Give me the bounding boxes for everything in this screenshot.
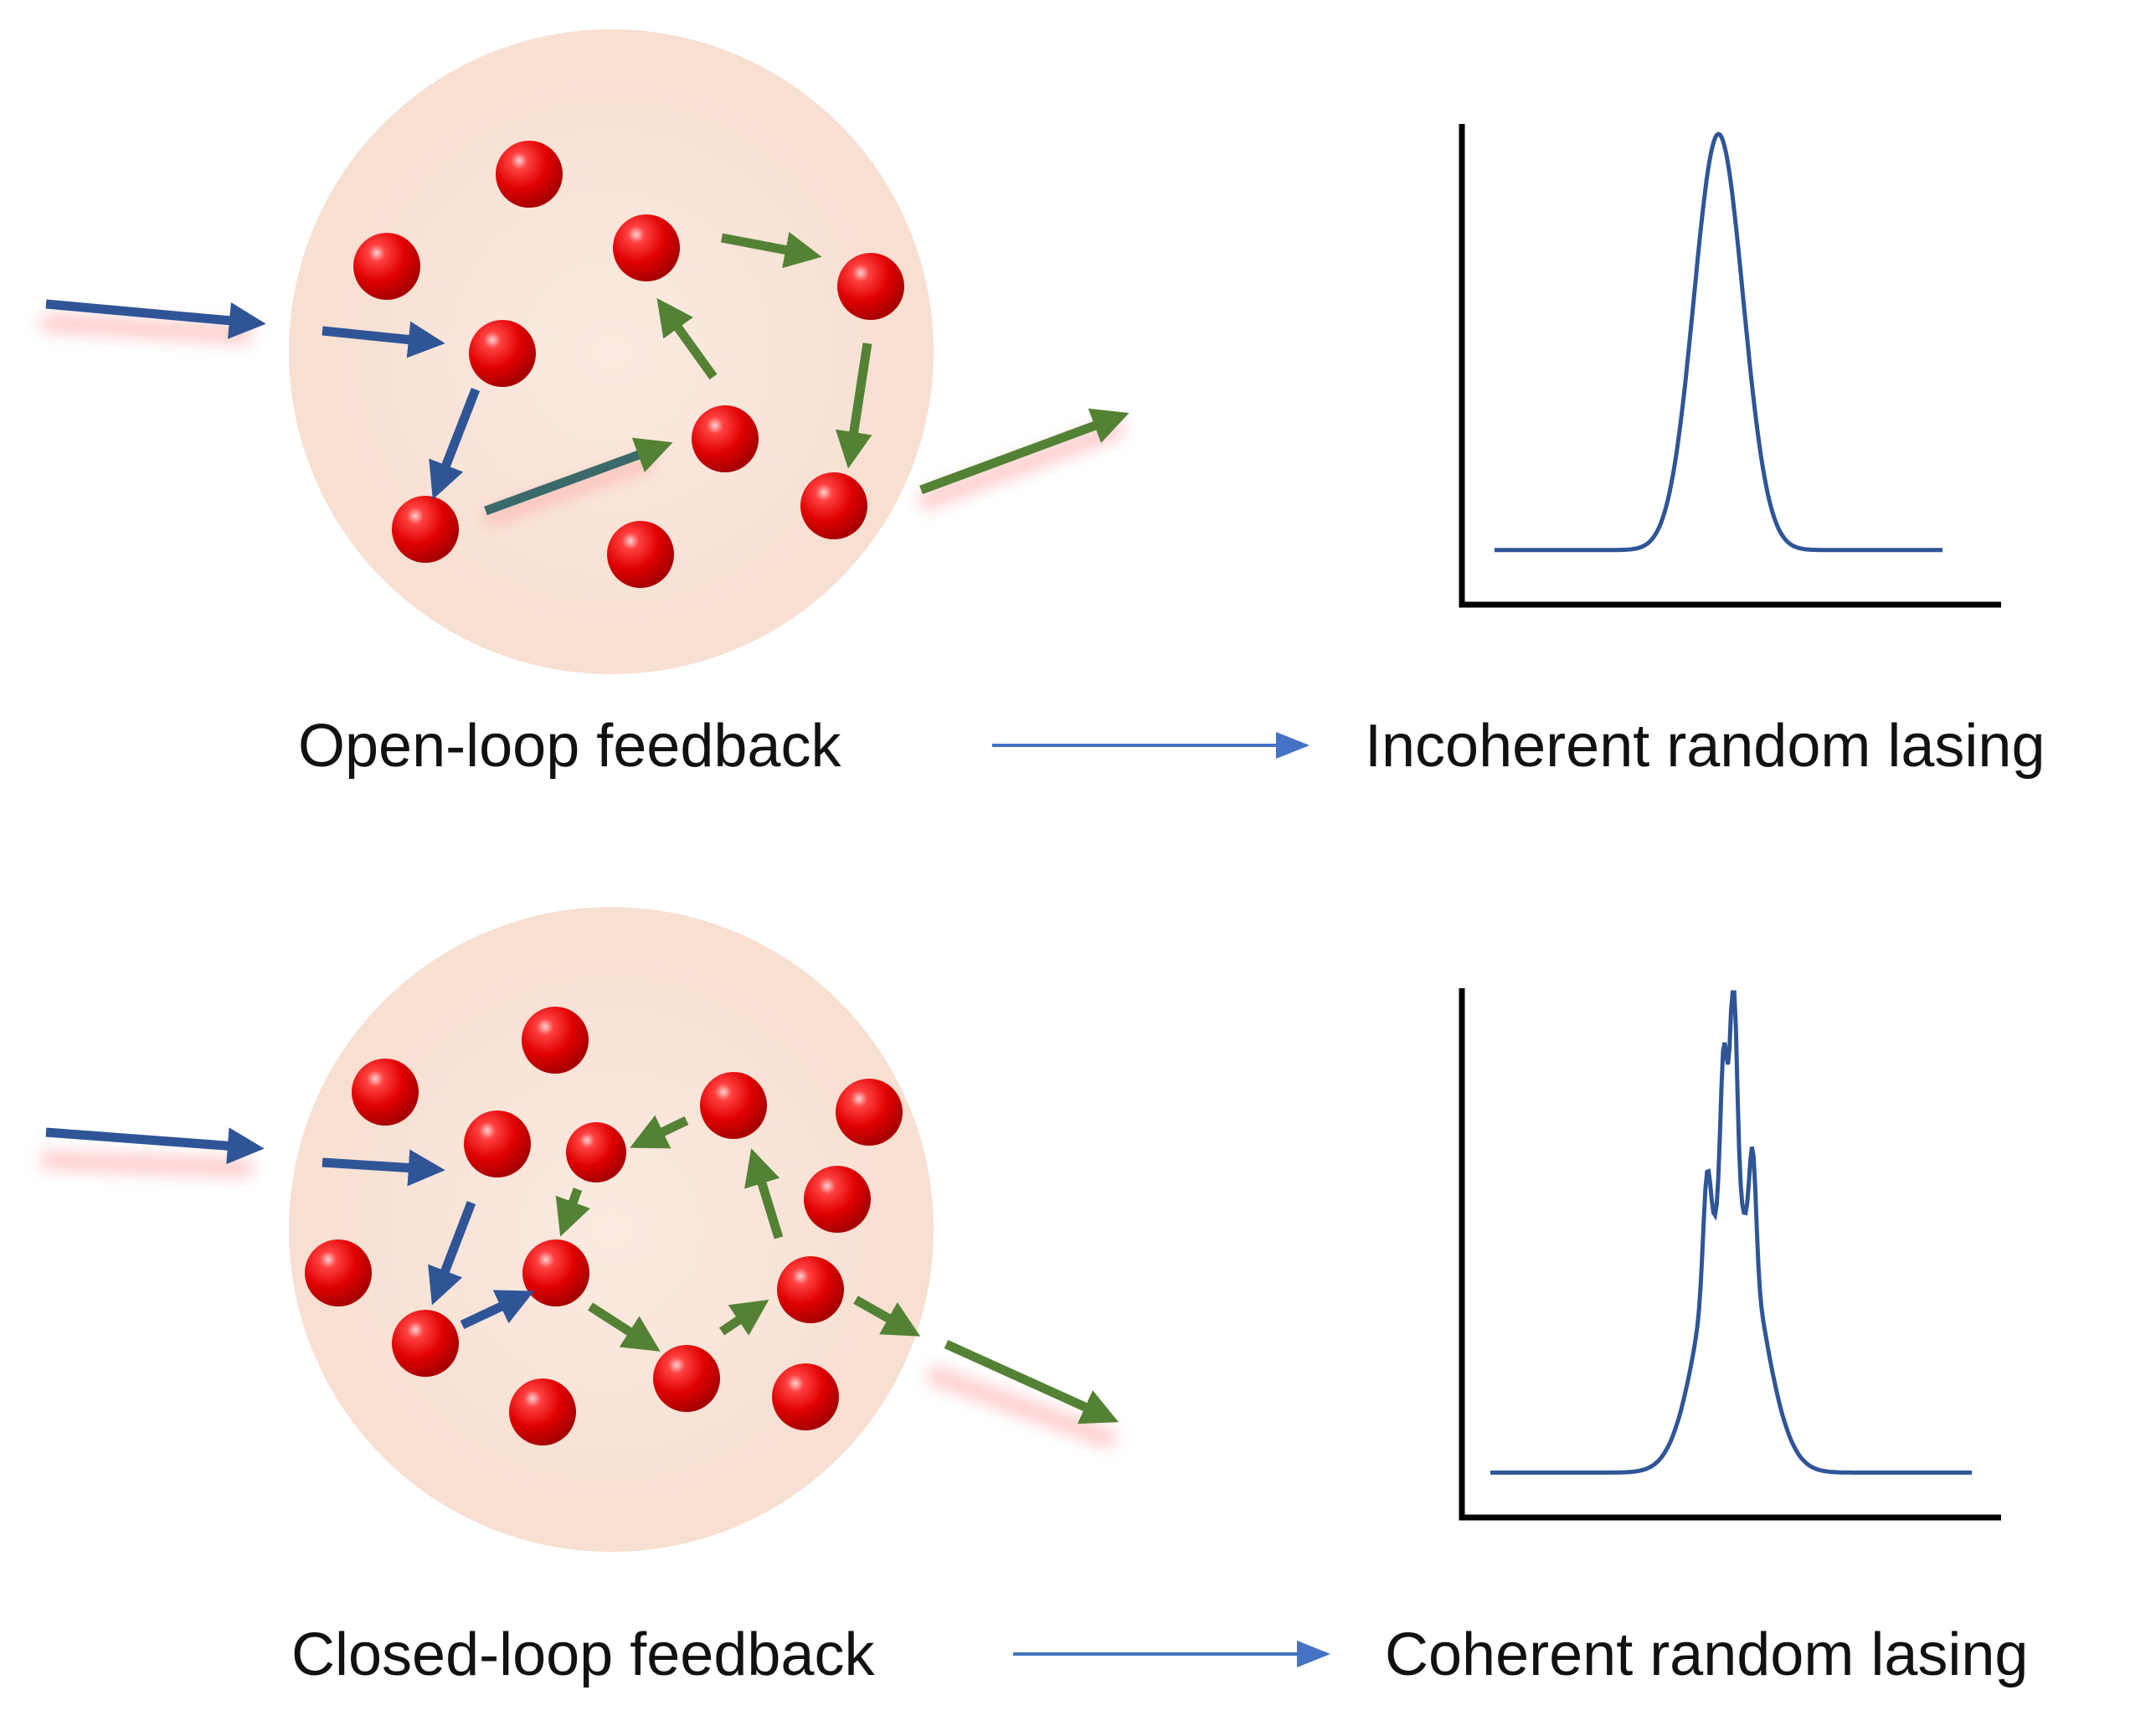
pump-beam-arrow <box>45 1127 265 1165</box>
particle <box>692 405 759 472</box>
particle <box>352 1059 419 1126</box>
feedback-arrow <box>588 1302 661 1352</box>
scattering-medium <box>289 907 934 1552</box>
spectrum-curve <box>1490 990 1972 1475</box>
particle <box>353 233 420 300</box>
feedback-arrows <box>555 1115 1119 1425</box>
particle <box>566 1122 626 1183</box>
pump-arrow <box>322 1149 445 1187</box>
pump-arrows <box>45 1127 534 1329</box>
particle <box>653 1345 720 1412</box>
closed-loop-label: Closed-loop feedback <box>291 1621 875 1688</box>
scatter-arrow <box>460 1290 534 1329</box>
scatter-arrow <box>484 437 673 516</box>
emission-arrow <box>853 1296 921 1337</box>
coherent-lasing-label: Coherent random lasing <box>1385 1621 2029 1688</box>
particle <box>509 1378 576 1445</box>
emission-arrow <box>944 1339 1119 1425</box>
particle <box>392 496 459 563</box>
particle <box>800 472 867 539</box>
particle <box>522 1007 589 1074</box>
feedback-arrows <box>656 231 1129 495</box>
incoherent-lasing-label: Incoherent random lasing <box>1365 713 2045 780</box>
emission-arrow <box>919 408 1129 495</box>
spectrum-axes <box>1459 988 2001 1521</box>
scatter-arrow <box>429 388 481 500</box>
spectrum-closed-loop <box>1459 988 2001 1521</box>
particle <box>607 521 674 588</box>
particle <box>305 1239 372 1306</box>
feedback-arrow <box>835 343 872 469</box>
particle <box>469 320 536 387</box>
particle <box>804 1166 871 1233</box>
particle <box>496 141 563 208</box>
particle <box>836 1079 903 1146</box>
feedback-arrow <box>555 1188 591 1237</box>
feedback-arrow <box>630 1115 689 1149</box>
particles <box>305 1007 903 1445</box>
scattering-medium <box>289 29 934 674</box>
particle <box>777 1256 844 1323</box>
particle <box>392 1310 459 1377</box>
feedback-arrow <box>744 1148 784 1239</box>
particle <box>772 1363 839 1430</box>
open-loop-label: Open-loop feedback <box>298 713 841 780</box>
particle <box>522 1239 589 1306</box>
scatter-arrow <box>428 1201 476 1306</box>
feedback-arrow <box>718 1299 769 1336</box>
feedback-arrow <box>656 297 718 380</box>
particle <box>613 214 680 281</box>
pump-beam-arrow <box>45 299 266 339</box>
spectrum-open-loop <box>1459 124 2001 608</box>
spectrum-curve <box>1495 131 1942 553</box>
feedback-arrow <box>720 231 822 269</box>
pump-arrow <box>322 321 445 358</box>
particles <box>353 141 904 588</box>
closed-loop-medium <box>41 907 1119 1552</box>
spectrum-axes <box>1459 124 2001 608</box>
glow-trails <box>41 1152 1117 1448</box>
particle <box>700 1072 767 1139</box>
open-loop-medium <box>41 29 1129 674</box>
particle <box>837 253 904 320</box>
pump-arrows <box>45 299 673 516</box>
particle <box>464 1110 531 1177</box>
